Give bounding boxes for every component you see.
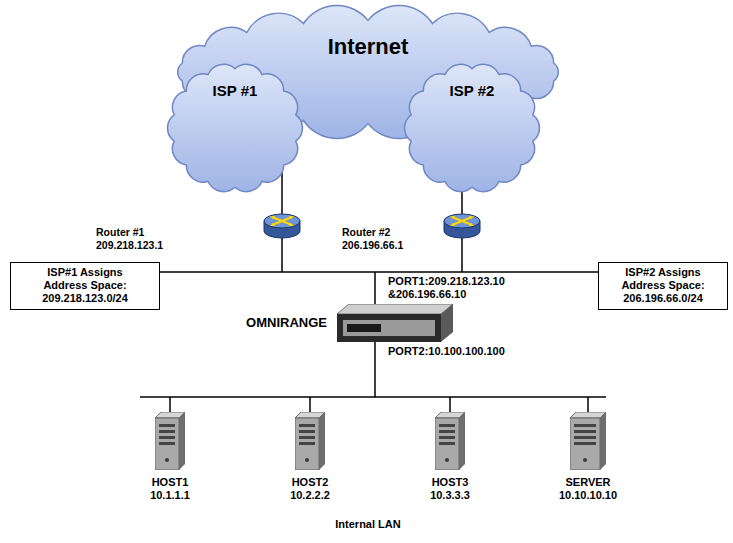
router-icon (442, 212, 482, 240)
server-icon (570, 412, 606, 470)
host-node: HOST2 10.2.2.2 (290, 412, 330, 502)
address-note: ISP#1 Assigns Address Space: 209.218.123… (32, 266, 138, 305)
address-box: ISP#1 Assigns Address Space: 209.218.123… (10, 262, 160, 310)
host-drop (587, 397, 589, 412)
cloud-title: ISP #2 (450, 82, 495, 100)
router-label: Router #2 206.196.66.1 (342, 226, 428, 252)
host-label: HOST1 10.1.1.1 (150, 476, 190, 502)
port-label: PORT1:209.218.123.10 &206.196.66.10 (388, 275, 505, 301)
address-note: ISP#2 Assigns Address Space: 206.196.66.… (610, 266, 716, 305)
router-icon (262, 212, 302, 240)
device-name: OMNIRANGE (246, 315, 327, 331)
port-label: PORT2:10.100.100.100 (388, 345, 505, 358)
cloud-title: ISP #1 (213, 82, 258, 100)
network-cloud: ISP #2 (399, 58, 545, 198)
host-drop (449, 397, 451, 412)
cloud-outline (162, 58, 308, 198)
gateway-device: OMNIRANGE (246, 304, 453, 342)
host-node: HOST3 10.3.3.3 (430, 412, 470, 502)
network-caption: Internal LAN (335, 518, 400, 531)
host-label: HOST3 10.3.3.3 (430, 476, 470, 502)
server-node: SERVER 10.10.10.10 (559, 412, 617, 502)
host-label: SERVER 10.10.10.10 (559, 476, 617, 502)
host-icon (155, 412, 185, 470)
port1-wire (374, 272, 376, 306)
lan-segment (140, 396, 606, 398)
host-node: HOST1 10.1.1.1 (150, 412, 190, 502)
network-cloud: ISP #1 (162, 58, 308, 198)
router-drop (281, 238, 283, 272)
host-drop (309, 397, 311, 412)
wan-segment (150, 271, 608, 273)
router: Router #1 209.218.123.1 (96, 212, 302, 252)
port2-wire (374, 340, 376, 397)
cloud-title: Internet (328, 34, 409, 60)
host-label: HOST2 10.2.2.2 (290, 476, 330, 502)
address-box: ISP#2 Assigns Address Space: 206.196.66.… (598, 262, 728, 310)
router-label: Router #1 209.218.123.1 (96, 226, 182, 252)
host-drop (169, 397, 171, 412)
router-drop (461, 238, 463, 272)
host-icon (435, 412, 465, 470)
appliance-icon (337, 304, 453, 342)
cloud-outline (399, 58, 545, 198)
router: Router #2 206.196.66.1 (342, 212, 482, 252)
host-icon (295, 412, 325, 470)
